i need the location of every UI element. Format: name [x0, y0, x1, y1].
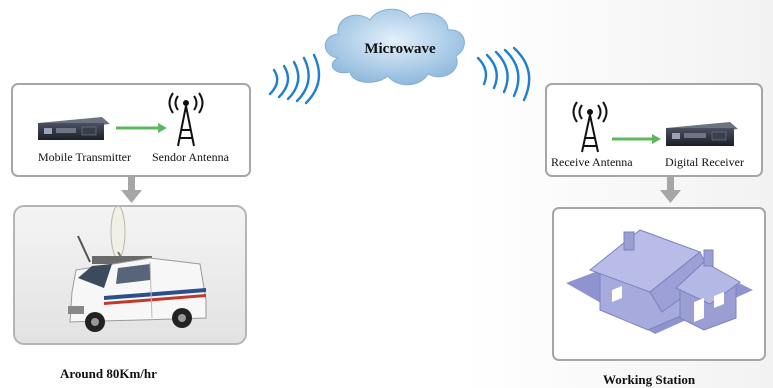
station-caption: Working Station: [603, 372, 696, 387]
sender-antenna-label: Sendor Antenna: [152, 150, 229, 164]
signal-wave-icon: [476, 46, 531, 102]
down-arrow: [660, 176, 681, 203]
receive-antenna-label: Receive Antenna: [551, 155, 633, 169]
rack-device-icon: [38, 117, 110, 140]
down-arrow: [121, 176, 142, 203]
rack-device-icon: [666, 122, 738, 146]
flow-arrow: [612, 134, 661, 144]
vehicle-caption: Around 80Km/hr: [60, 366, 157, 381]
signal-wave-icon: [268, 53, 321, 105]
transmitter-label: Mobile Transmitter: [38, 150, 132, 164]
flow-arrow: [116, 123, 167, 133]
antenna-icon: [572, 101, 608, 153]
house-image: [566, 229, 753, 334]
cloud-label: Microwave: [364, 41, 436, 57]
cloud-icon: [324, 8, 465, 86]
van-image: [68, 205, 207, 332]
antenna-icon: [168, 92, 204, 147]
digital-receiver-label: Digital Receiver: [665, 155, 744, 169]
